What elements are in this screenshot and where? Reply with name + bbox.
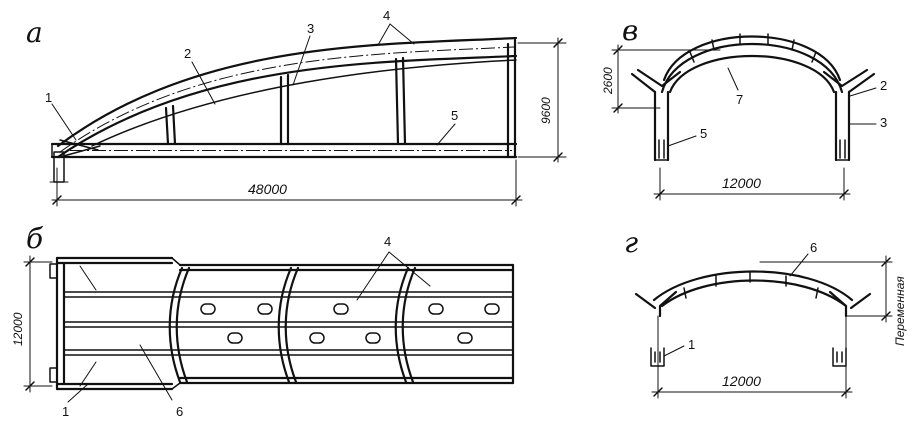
dimension-48000 — [51, 159, 523, 207]
column-heads — [630, 68, 876, 94]
panel-label-v: в — [622, 14, 638, 47]
end-bracing — [79, 265, 97, 387]
arch-posts — [164, 38, 517, 159]
dim-2600-label: 2600 — [601, 67, 615, 95]
dimension-12000-plan — [23, 255, 53, 393]
callout-5: 5 — [451, 108, 458, 123]
skylight-openings — [200, 303, 500, 344]
panel-label-g: г — [624, 226, 638, 259]
section-columns — [653, 90, 851, 162]
panel-a-elevation: а — [26, 8, 567, 207]
dim-9600-label: 9600 — [539, 97, 553, 124]
dimension-2600 — [611, 44, 721, 114]
callout-7: 7 — [736, 92, 743, 107]
stub-columns — [650, 347, 847, 367]
callout-6-plan: 6 — [176, 404, 183, 419]
panel-v-section: в — [601, 14, 887, 201]
callout-4-plan: 4 — [384, 234, 391, 249]
panel-g-section: г 12000 — [624, 226, 907, 399]
callout-leaders-v — [667, 67, 877, 147]
callout-1: 1 — [45, 90, 52, 105]
arch-ribs — [56, 36, 518, 159]
dim-variable-label: Переменная — [893, 276, 907, 346]
dim-12000-g-label: 12000 — [722, 373, 761, 389]
callout-3: 3 — [307, 21, 314, 36]
callout-leaders-b — [67, 251, 431, 403]
dim-12000-plan-label: 12000 — [11, 312, 25, 346]
plan-arches — [168, 266, 417, 384]
callout-leaders-g — [663, 253, 809, 357]
support-stub-top — [49, 263, 58, 279]
callout-1-section: 1 — [688, 337, 695, 352]
flat-arch — [634, 270, 872, 318]
callout-4: 4 — [383, 8, 390, 23]
bottom-tie — [50, 142, 518, 159]
dimension-variable — [759, 255, 893, 323]
dimension-12000-g — [651, 315, 853, 399]
plan-outline — [55, 256, 515, 391]
dimension-9600 — [517, 37, 567, 163]
support-stub-bottom — [49, 367, 58, 383]
callout-1-plan: 1 — [62, 404, 69, 419]
callout-2-section: 2 — [880, 78, 887, 93]
panel-label-a: а — [26, 16, 43, 49]
end-hinge — [59, 139, 101, 158]
callout-3-section: 3 — [880, 115, 887, 130]
panel-label-b: б — [26, 222, 44, 255]
callout-5-section: 5 — [700, 126, 707, 141]
panel-b-plan: б — [11, 222, 515, 419]
dimension-12000-section — [653, 167, 851, 201]
arch-shell — [660, 33, 844, 94]
callout-2: 2 — [184, 46, 191, 61]
callout-leaders-a — [51, 23, 456, 146]
dim-12000-section-label: 12000 — [722, 175, 761, 191]
callout-6-section: 6 — [810, 240, 817, 255]
dim-48000-label: 48000 — [248, 181, 287, 197]
